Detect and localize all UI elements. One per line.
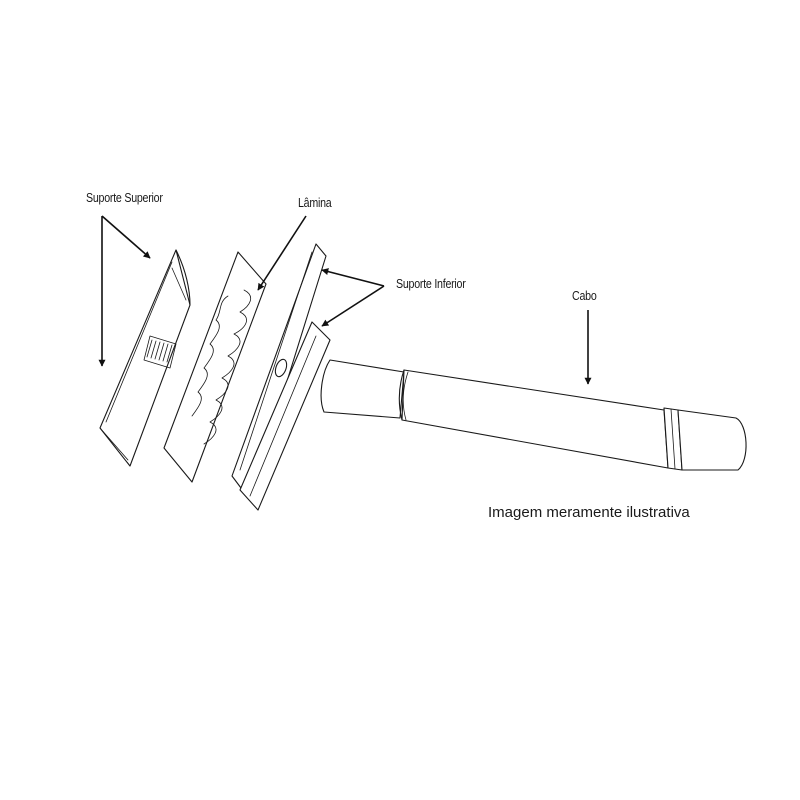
arrow-base-plate-2 bbox=[321, 285, 385, 327]
label-blade: Lâmina bbox=[298, 195, 332, 210]
label-handle: Cabo bbox=[572, 288, 597, 303]
screw-hole bbox=[274, 358, 288, 378]
blade-part bbox=[163, 251, 267, 483]
arrow-top-cap-1 bbox=[101, 215, 151, 259]
arrow-blade bbox=[257, 215, 307, 291]
handle-part bbox=[320, 359, 747, 471]
arrow-base-plate-1 bbox=[321, 268, 385, 287]
caption-text: Imagem meramente ilustrativa bbox=[488, 504, 690, 521]
threaded-stud bbox=[143, 335, 177, 369]
label-base-plate: Suporte Inferior bbox=[396, 276, 466, 291]
top-cap-part bbox=[99, 249, 191, 467]
base-plate-part bbox=[231, 243, 331, 511]
label-top-cap: Suporte Superior bbox=[86, 190, 163, 205]
